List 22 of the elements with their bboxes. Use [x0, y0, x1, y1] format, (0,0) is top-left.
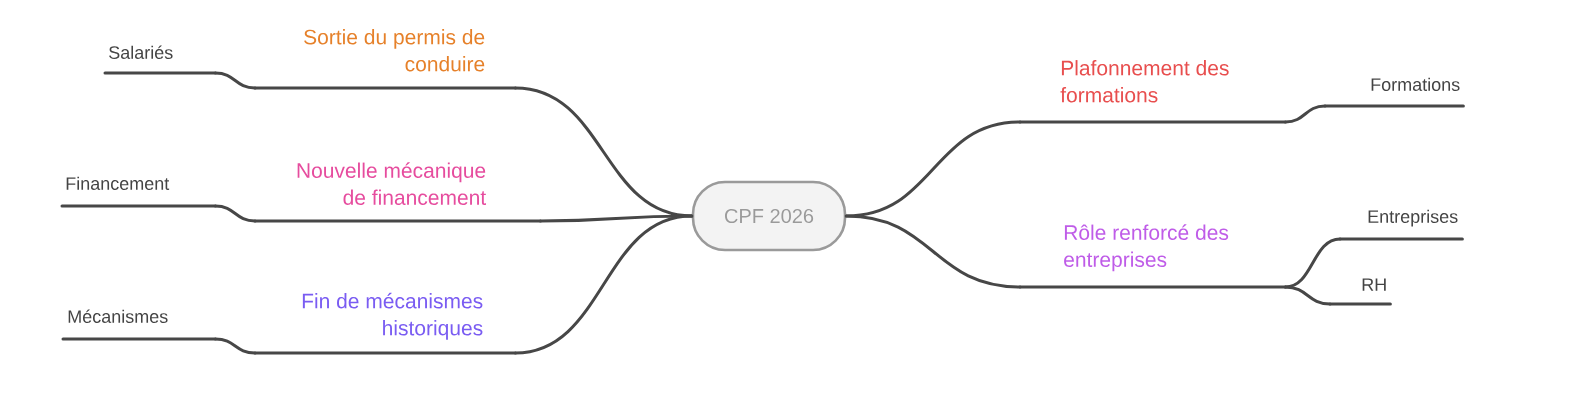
connector-line [844, 120, 1022, 218]
leaf-label: RH [1328, 278, 1392, 306]
connector-line [1283, 104, 1327, 124]
connector-line [513, 214, 694, 355]
leaf-label: Salariés [103, 45, 217, 75]
connector-line [1283, 237, 1342, 289]
branch-heading: Plafonnement des formations [1018, 60, 1287, 124]
connector-line [513, 86, 694, 218]
branch-heading: Rôle renforcé des entreprises [1018, 224, 1287, 289]
connector-line [213, 337, 257, 355]
connector-line [844, 214, 1022, 289]
connector-line [1283, 285, 1332, 306]
branch-heading: Sortie du permis de conduire [253, 29, 517, 90]
branch-heading: Fin de mécanismes historiques [253, 292, 517, 355]
leaf-label: Financement [60, 176, 217, 208]
connector-line [213, 204, 257, 223]
leaf-label: Mécanismes [61, 309, 217, 341]
topic-pill: CPF 2026 [691, 180, 847, 252]
branch-heading: Nouvelle mécanique de financement [253, 162, 542, 223]
leaf-label: Entreprises [1338, 209, 1464, 241]
connector-line [213, 71, 257, 90]
leaf-label: Formations [1323, 77, 1465, 108]
